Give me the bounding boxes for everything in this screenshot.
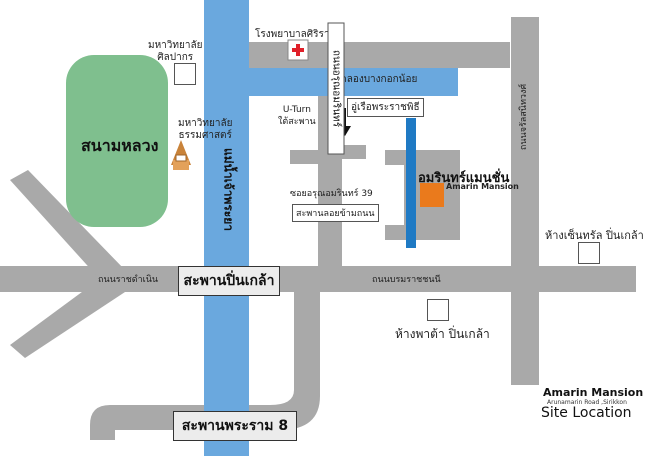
- diagonal-road-lower: [10, 275, 125, 358]
- amarin-mansion-marker: [420, 183, 444, 207]
- central-label: ห้างเซ็นทรัล ปิ่นเกล้า: [545, 229, 644, 242]
- river-label: แม่น้ำเจ้าพระยา: [221, 147, 236, 232]
- charansanitwong-label: ถนนจรัลสนิทวงศ์: [519, 83, 529, 151]
- temple-icon: [171, 140, 191, 170]
- lower-left-road: [90, 405, 160, 440]
- sanam-luang-park: [66, 55, 168, 227]
- top-road: [245, 42, 510, 68]
- charansanitwong-road: [511, 17, 539, 385]
- silpakorn-building: [174, 63, 196, 85]
- overpass-label: สะพานลอยข้ามถนน: [292, 204, 379, 222]
- site-title-line1: Amarin Mansion: [543, 386, 644, 399]
- pinklao-bridge: สะพานปิ่นเกล้า: [178, 266, 280, 296]
- arun-amarin-label: ถนนอรุณอมรินทร์: [327, 22, 345, 155]
- sanam-luang-label: สนามหลวง: [81, 136, 159, 155]
- mansion-en-label: Amarin Mansion: [446, 182, 519, 191]
- rama8-bridge: สะพานพระราม 8: [173, 411, 297, 441]
- small-connector: [290, 150, 318, 164]
- ratchadamnoen-label: ถนนราชดำเนิน: [98, 275, 159, 285]
- mansion-line: [406, 118, 416, 248]
- thammasat-label: มหาวิทยาลัย ธรรมศาสตร์: [178, 118, 233, 141]
- pata-building: [427, 299, 449, 321]
- connector-road: [342, 145, 366, 159]
- hospital-icon: [287, 39, 309, 61]
- boat-museum-label: อู่เรือพระราชพิธี: [347, 98, 424, 117]
- borommaratchachonnani-label: ถนนบรมราชชนนี: [372, 275, 441, 285]
- soi39-label: ซอยอรุณอมรินทร์ 39: [290, 189, 373, 199]
- canal-label: คลองบางกอกน้อย: [340, 74, 418, 85]
- siriraj-label: โรงพยาบาลศิริราช: [255, 29, 337, 40]
- central-building: [578, 242, 600, 264]
- mansion-thai-label: อมรินทร์แมนชั่น: [418, 171, 510, 186]
- site-title-line3: Site Location: [541, 405, 632, 421]
- uturn-label: U-Turn ใต้สะพาน: [278, 105, 316, 127]
- pata-label: ห้างพาต้า ปิ่นเกล้า: [395, 327, 490, 341]
- chao-phraya-river: [204, 0, 249, 456]
- diagonal-road-upper: [10, 170, 125, 285]
- bangkok-noi-canal: [249, 68, 458, 96]
- silpakorn-label: มหาวิทยาลัย ศิลปากร: [148, 40, 203, 63]
- site-title-line2: Arunamarin Road ,Sirikkon: [547, 399, 627, 406]
